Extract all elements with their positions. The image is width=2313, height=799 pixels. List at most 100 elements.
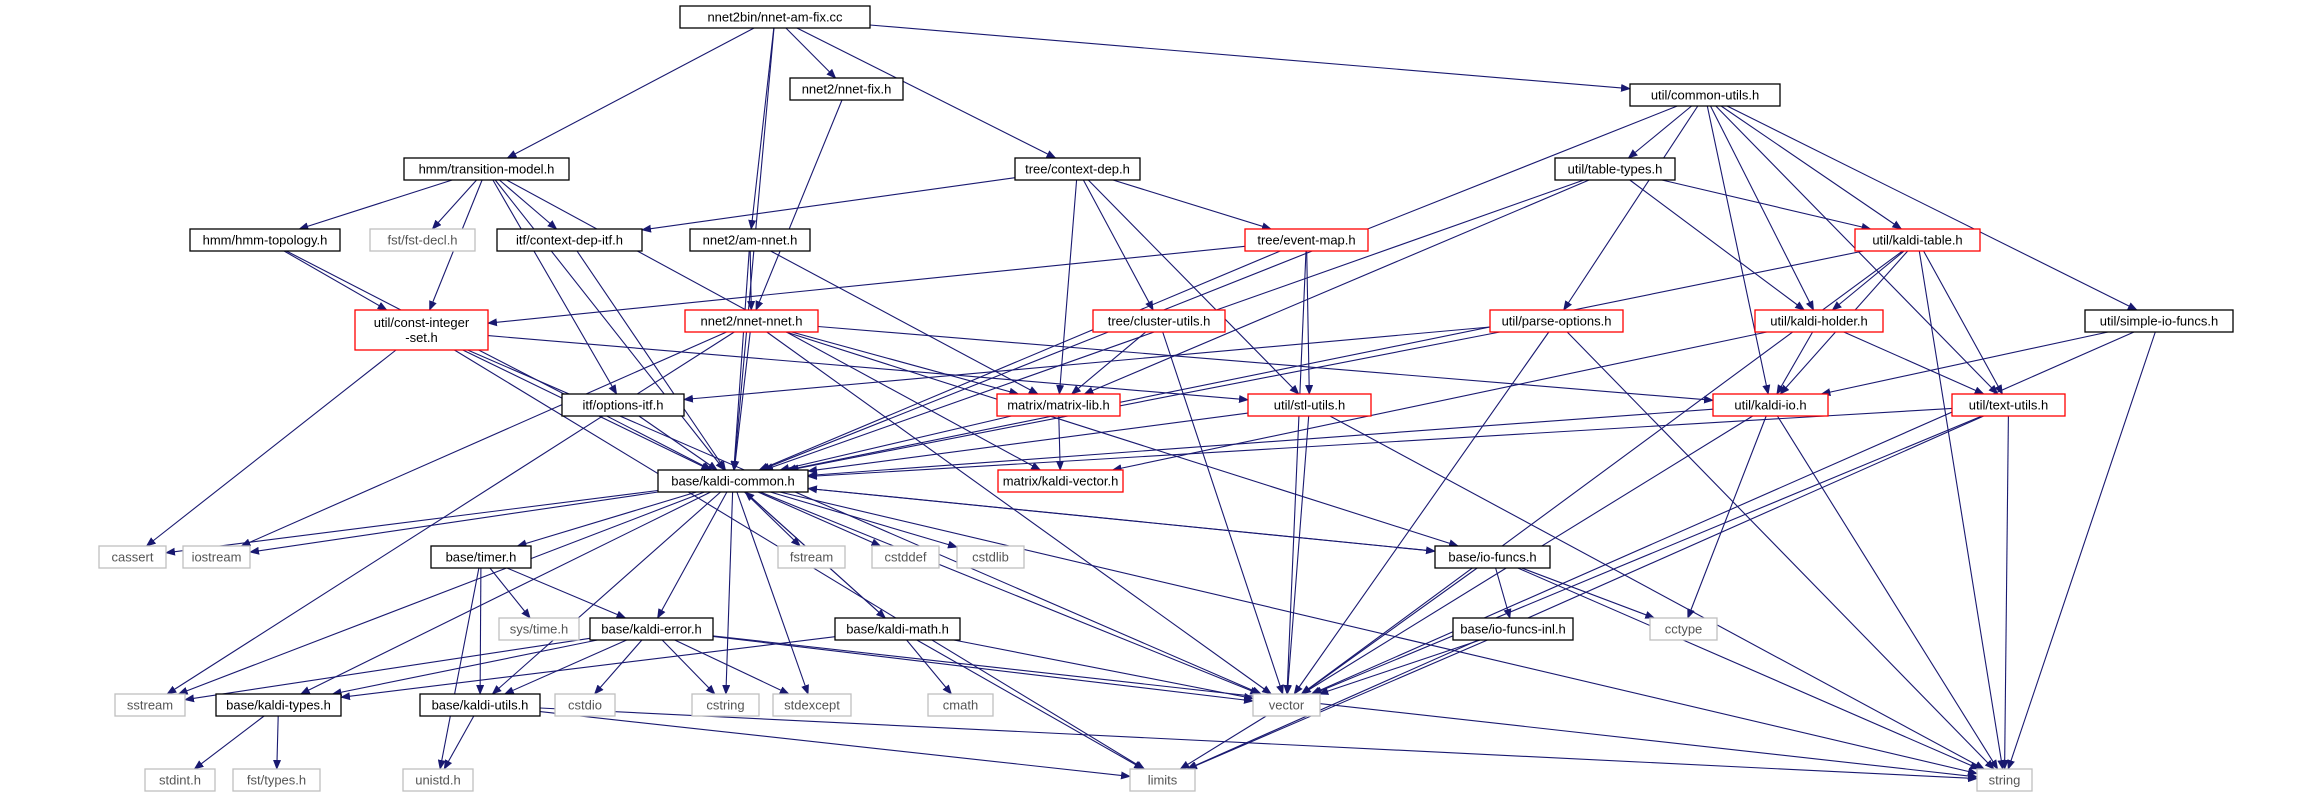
node-box (1244, 228, 1369, 252)
edge-stlutils-to-string (1329, 415, 1985, 770)
node-nnet2-am-nnet-h[interactable]: nnet2/am-nnet.h (689, 228, 811, 252)
edge-clusterutils-to-vector (1162, 331, 1284, 695)
node-base-kaldi-error-h[interactable]: base/kaldi-error.h (589, 617, 714, 641)
node-box (402, 768, 474, 792)
edge-iofuncsinl-to-limits (1187, 639, 1488, 770)
node-unistd-h: unistd.h (402, 768, 474, 792)
node-nnet2-nnet-fix-h[interactable]: nnet2/nnet-fix.h (789, 77, 904, 101)
node-box (144, 768, 216, 792)
node-layer: nnet2bin/nnet-am-fix.cc nnet2/nnet-fix.h u… (98, 5, 2234, 792)
edge-kaldiutils-to-limits (539, 711, 1131, 780)
node-box (1951, 393, 2066, 417)
edge-transmodel-to-hmmtopo (298, 179, 453, 231)
edge-simpleio-to-vector (1310, 331, 2135, 695)
edge-kaldiio-to-cctype (1687, 415, 1767, 619)
edge-clusterutils-to-matrixlib (1070, 331, 1147, 395)
edge-kaldimath-to-cmath (906, 639, 953, 695)
node-nnet2-nnet-nnet-h[interactable]: nnet2/nnet-nnet.h (684, 309, 819, 333)
node-util-stl-utils-h[interactable]: util/stl-utils.h (1247, 393, 1372, 417)
edge-kaldicommon-to-cstdlib (770, 491, 958, 549)
node-label: tree/context-dep.h (1025, 162, 1130, 177)
node-label: stdexcept (784, 698, 840, 713)
node-box (1252, 693, 1321, 717)
node-box (369, 228, 476, 252)
node-label: sys/time.h (510, 622, 569, 637)
node-util-kaldi-holder-h[interactable]: util/kaldi-holder.h (1754, 309, 1884, 333)
node-base-kaldi-utils-h[interactable]: base/kaldi-utils.h (419, 693, 541, 717)
node-box (1629, 83, 1781, 107)
node-label: base/kaldi-types.h (226, 698, 331, 713)
node-hmm-transition-model-h[interactable]: hmm/transition-model.h (403, 157, 570, 181)
node-util-kaldi-io-h[interactable]: util/kaldi-io.h (1712, 393, 1829, 417)
node-tree-context-dep-h[interactable]: tree/context-dep.h (1014, 157, 1141, 181)
node-itf-context-dep-itf-h[interactable]: itf/context-dep-itf.h (496, 228, 643, 252)
node-label: cstring (706, 698, 744, 713)
node-stdint-h: stdint.h (144, 768, 216, 792)
edge-kaldierror-to-kaldiutils (503, 639, 627, 695)
edge-kaldimath-to-limits (916, 639, 1145, 770)
edge-root-to-nnetfix (785, 27, 837, 79)
edge-parseopts-to-vector (1293, 331, 1550, 695)
edge-iofuncs-to-vector (1300, 567, 1478, 695)
edge-tabletypes-to-kalditable (1661, 179, 1872, 231)
node-box (182, 545, 251, 569)
node-label: matrix/kaldi-vector.h (1003, 474, 1119, 489)
node-label: util/const-integer-set.h (374, 315, 470, 345)
node-label: fstream (790, 550, 833, 565)
node-box (1854, 228, 1981, 252)
node-label: hmm/transition-model.h (419, 162, 555, 177)
node-vector: vector (1252, 693, 1321, 717)
node-base-kaldi-types-h[interactable]: base/kaldi-types.h (215, 693, 342, 717)
edge-kaldicommon-to-timer (516, 491, 697, 548)
node-util-parse-options-h[interactable]: util/parse-options.h (1489, 309, 1624, 333)
node-box (679, 5, 871, 29)
node-box (1434, 545, 1551, 569)
node-matrix-matrix-lib-h[interactable]: matrix/matrix-lib.h (996, 393, 1121, 417)
edge-transmodel-to-ctxdepitf (499, 179, 558, 230)
node-tree-cluster-utils-h[interactable]: tree/cluster-utils.h (1092, 309, 1226, 333)
edge-kaldierror-to-cstdio (593, 639, 643, 695)
node-util-table-types-h[interactable]: util/table-types.h (1554, 157, 1676, 181)
node-label: base/timer.h (446, 550, 517, 565)
node-base-kaldi-math-h[interactable]: base/kaldi-math.h (834, 617, 961, 641)
node-util-text-utils-h[interactable]: util/text-utils.h (1951, 393, 2066, 417)
node-label: nnet2/am-nnet.h (703, 233, 798, 248)
node-hmm-hmm-topology-h[interactable]: hmm/hmm-topology.h (189, 228, 341, 252)
node-base-timer-h[interactable]: base/timer.h (430, 545, 532, 569)
node-nnet2bin-nnet-am-fix-cc[interactable]: nnet2bin/nnet-am-fix.cc (679, 5, 871, 29)
node-util-kaldi-table-h[interactable]: util/kaldi-table.h (1854, 228, 1981, 252)
node-box (997, 469, 1124, 493)
node-base-io-funcs-inl-h[interactable]: base/io-funcs-inl.h (1452, 617, 1574, 641)
node-label: cassert (112, 550, 154, 565)
node-itf-options-itf-h[interactable]: itf/options-itf.h (561, 393, 685, 417)
edge-kalditypes-to-fsttypes (273, 715, 282, 770)
node-box (189, 228, 341, 252)
node-tree-event-map-h[interactable]: tree/event-map.h (1244, 228, 1369, 252)
node-label: util/stl-utils.h (1274, 398, 1346, 413)
node-base-io-funcs-h[interactable]: base/io-funcs.h (1434, 545, 1551, 569)
edge-kaldicommon-to-string (779, 491, 1978, 776)
node-util-common-utils-h[interactable]: util/common-utils.h (1629, 83, 1781, 107)
node-util-const-integer-set-h[interactable]: util/const-integer-set.h (354, 309, 489, 351)
node-util-simple-io-funcs-h[interactable]: util/simple-io-funcs.h (2084, 309, 2234, 333)
node-iostream: iostream (182, 545, 251, 569)
node-box (1014, 157, 1141, 181)
node-matrix-kaldi-vector-h[interactable]: matrix/kaldi-vector.h (997, 469, 1124, 493)
node-label: base/kaldi-utils.h (432, 698, 529, 713)
edge-kaldierror-to-kalditypes (331, 639, 598, 697)
edge-root-to-contextdep (796, 27, 1057, 159)
node-label: stdint.h (159, 773, 201, 788)
node-box (354, 309, 489, 351)
node-box (777, 545, 846, 569)
node-cctype: cctype (1649, 617, 1718, 641)
edge-nnetnnet-to-iostream (240, 331, 727, 547)
node-label: limits (1148, 773, 1178, 788)
node-box (1649, 617, 1718, 641)
node-fstream: fstream (777, 545, 846, 569)
edge-ctxdepitf-to-kaldicommon (576, 250, 727, 471)
node-label: unistd.h (415, 773, 461, 788)
node-base-kaldi-common-h[interactable]: base/kaldi-common.h (657, 469, 809, 493)
edge-contextdep-to-matrixlib (1056, 179, 1078, 395)
node-box (772, 693, 852, 717)
node-label: fst/fst-decl.h (387, 233, 457, 248)
